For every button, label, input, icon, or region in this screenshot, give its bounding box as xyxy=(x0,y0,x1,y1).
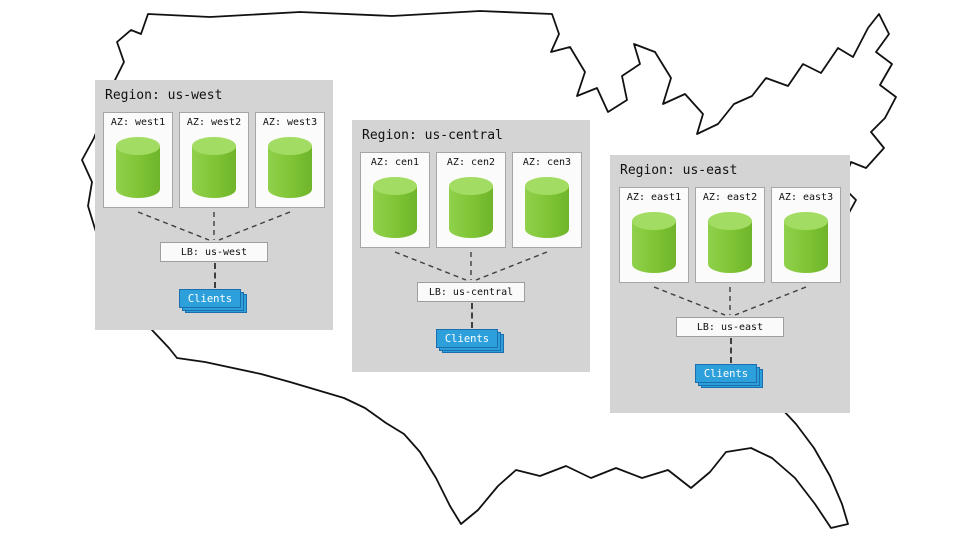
az-box-east2: AZ: east2 xyxy=(695,187,765,283)
database-cylinder-icon xyxy=(192,137,236,198)
az-row: AZ: west1 AZ: west2 AZ: west3 xyxy=(95,112,333,208)
az-to-lb-connectors xyxy=(137,211,291,241)
region-box-us-east: Region: us-east AZ: east1 AZ: east2 AZ: … xyxy=(610,155,850,413)
load-balancer-box: LB: us-west xyxy=(160,242,268,262)
az-to-lb-connectors xyxy=(653,286,807,316)
clients-label: Clients xyxy=(703,367,749,380)
database-cylinder-icon xyxy=(116,137,160,198)
clients-stack: Clients xyxy=(695,364,765,390)
az-label: AZ: east2 xyxy=(702,192,758,203)
clients-box: Clients xyxy=(436,329,498,348)
region-title: Region: us-central xyxy=(362,128,503,143)
dashed-connector-line xyxy=(137,211,210,241)
dashed-connector-line xyxy=(653,286,726,316)
az-label: AZ: cen3 xyxy=(522,157,572,168)
load-balancer-box: LB: us-east xyxy=(676,317,784,337)
dashed-connector-line xyxy=(218,211,291,241)
az-label: AZ: east1 xyxy=(626,192,682,203)
database-cylinder-icon xyxy=(708,212,752,273)
load-balancer-label: LB: us-central xyxy=(428,286,514,298)
lb-to-clients-dashed-line xyxy=(214,263,216,288)
clients-stack: Clients xyxy=(179,289,249,315)
database-cylinder-icon xyxy=(268,137,312,198)
dashed-connector-line xyxy=(394,251,467,281)
clients-label: Clients xyxy=(444,332,490,345)
az-box-east3: AZ: east3 xyxy=(771,187,841,283)
database-cylinder-icon xyxy=(784,212,828,273)
az-label: AZ: cen1 xyxy=(370,157,420,168)
load-balancer-box: LB: us-central xyxy=(417,282,525,302)
dashed-connector-line xyxy=(475,251,548,281)
az-box-cen2: AZ: cen2 xyxy=(436,152,506,248)
database-cylinder-icon xyxy=(449,177,493,238)
az-label: AZ: cen2 xyxy=(446,157,496,168)
clients-label: Clients xyxy=(187,292,233,305)
lb-to-clients-dashed-line xyxy=(471,303,473,328)
az-box-west1: AZ: west1 xyxy=(103,112,173,208)
region-title: Region: us-east xyxy=(620,163,738,178)
clients-stack: Clients xyxy=(436,329,506,355)
az-box-west2: AZ: west2 xyxy=(179,112,249,208)
clients-box: Clients xyxy=(179,289,241,308)
az-row: AZ: cen1 AZ: cen2 AZ: cen3 xyxy=(352,152,590,248)
load-balancer-label: LB: us-east xyxy=(696,321,764,333)
az-box-cen3: AZ: cen3 xyxy=(512,152,582,248)
lb-to-clients-dashed-line xyxy=(730,338,732,363)
az-box-east1: AZ: east1 xyxy=(619,187,689,283)
region-title: Region: us-west xyxy=(105,88,223,103)
clients-box: Clients xyxy=(695,364,757,383)
database-cylinder-icon xyxy=(373,177,417,238)
region-box-us-central: Region: us-central AZ: cen1 AZ: cen2 AZ:… xyxy=(352,120,590,372)
az-label: AZ: west2 xyxy=(186,117,242,128)
database-cylinder-icon xyxy=(632,212,676,273)
load-balancer-label: LB: us-west xyxy=(180,246,248,258)
az-box-cen1: AZ: cen1 xyxy=(360,152,430,248)
database-cylinder-icon xyxy=(525,177,569,238)
az-label: AZ: west1 xyxy=(110,117,166,128)
region-box-us-west: Region: us-west AZ: west1 AZ: west2 AZ: … xyxy=(95,80,333,330)
az-row: AZ: east1 AZ: east2 AZ: east3 xyxy=(610,187,850,283)
az-box-west3: AZ: west3 xyxy=(255,112,325,208)
az-label: AZ: west3 xyxy=(262,117,318,128)
az-to-lb-connectors xyxy=(394,251,548,281)
az-label: AZ: east3 xyxy=(778,192,834,203)
dashed-connector-line xyxy=(734,286,807,316)
